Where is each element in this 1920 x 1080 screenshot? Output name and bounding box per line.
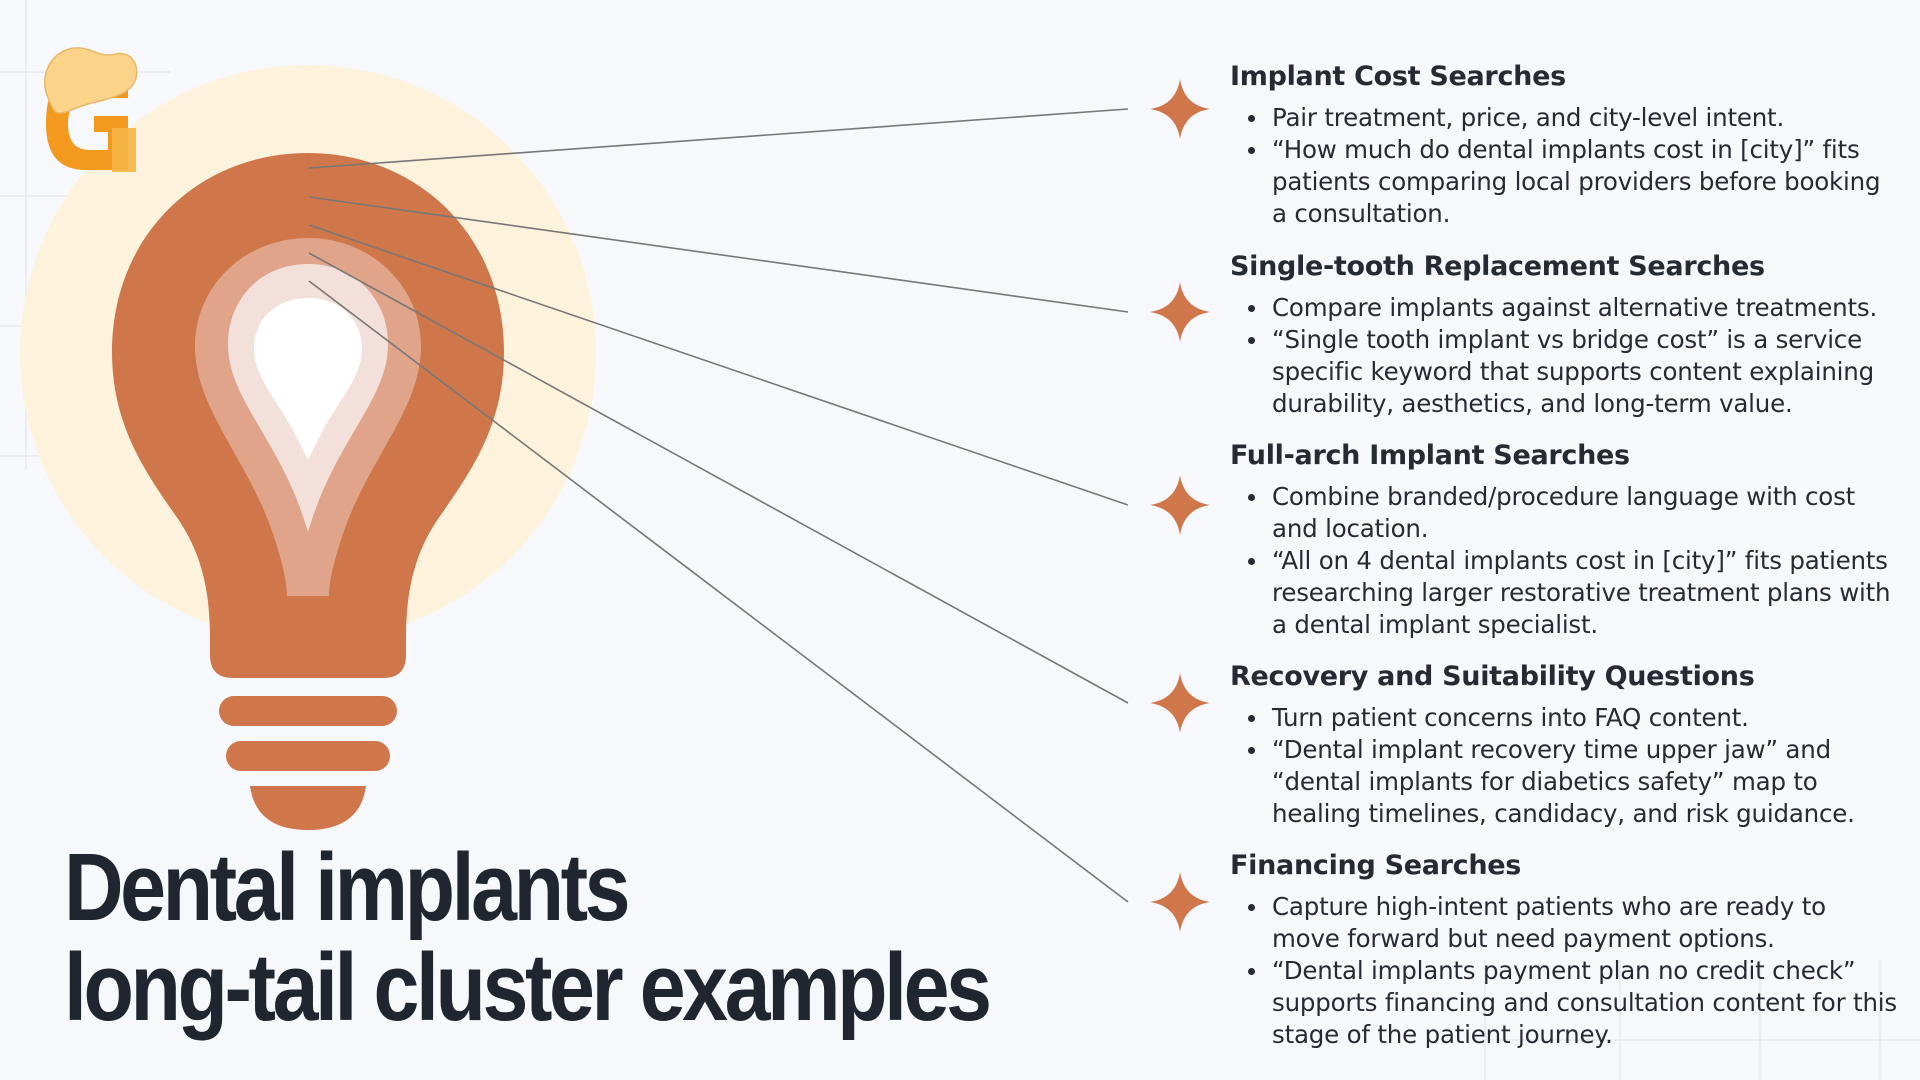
cluster-title: Full-arch Implant Searches bbox=[1230, 440, 1630, 471]
page-title: Dental implants long-tail cluster exampl… bbox=[64, 834, 992, 1041]
four-point-star-icon bbox=[1150, 475, 1210, 535]
cluster-title: Financing Searches bbox=[1230, 850, 1522, 881]
connector-line bbox=[308, 196, 1129, 313]
page-title-line-2: long-tail cluster examples bbox=[64, 934, 992, 1041]
cluster-bullets: Compare implants against alternative tre… bbox=[1230, 292, 1900, 420]
cluster-title: Single-tooth Replacement Searches bbox=[1230, 251, 1765, 282]
cluster-bullet: “Single tooth implant vs bridge cost” is… bbox=[1248, 324, 1900, 420]
cluster-bullet: “Dental implant recovery time upper jaw”… bbox=[1248, 734, 1900, 830]
cluster-full-arch: Full-arch Implant Searches Combine brand… bbox=[1230, 439, 1900, 641]
connector-line bbox=[308, 252, 1129, 704]
bulb-base-tip bbox=[250, 786, 366, 830]
cluster-bullets: Capture high-intent patients who are rea… bbox=[1230, 891, 1900, 1051]
bulb-base-ring-1 bbox=[219, 696, 397, 726]
connector-line bbox=[308, 108, 1129, 169]
cluster-recovery: Recovery and Suitability Questions Turn … bbox=[1230, 660, 1900, 830]
cluster-implant-cost: Implant Cost Searches Pair treatment, pr… bbox=[1230, 60, 1900, 230]
connector-lines bbox=[308, 108, 1129, 903]
cluster-bullet: Compare implants against alternative tre… bbox=[1248, 292, 1900, 324]
cluster-bullet: “All on 4 dental implants cost in [city]… bbox=[1248, 545, 1900, 641]
cluster-bullet: “Dental implants payment plan no credit … bbox=[1248, 955, 1900, 1051]
connector-line bbox=[308, 280, 1129, 903]
cluster-bullet: Capture high-intent patients who are rea… bbox=[1248, 891, 1900, 955]
cluster-bullets: Pair treatment, price, and city-level in… bbox=[1230, 102, 1900, 230]
cluster-title: Implant Cost Searches bbox=[1230, 61, 1566, 92]
lightbulb-icon bbox=[112, 153, 504, 830]
cluster-bullet: Pair treatment, price, and city-level in… bbox=[1248, 102, 1900, 134]
cluster-financing: Financing Searches Capture high-intent p… bbox=[1230, 849, 1900, 1051]
cluster-bullet: Turn patient concerns into FAQ content. bbox=[1248, 702, 1900, 734]
cluster-bullets: Combine branded/procedure language with … bbox=[1230, 481, 1900, 641]
connector-line bbox=[308, 224, 1129, 506]
four-point-star-icon bbox=[1150, 79, 1210, 139]
cluster-title: Recovery and Suitability Questions bbox=[1230, 661, 1755, 692]
four-point-star-icon bbox=[1150, 872, 1210, 932]
bulb-base-ring-2 bbox=[226, 741, 390, 771]
four-point-star-icon bbox=[1150, 673, 1210, 733]
cluster-bullet: “How much do dental implants cost in [ci… bbox=[1248, 134, 1900, 230]
page-title-line-1: Dental implants bbox=[64, 834, 631, 941]
cluster-bullets: Turn patient concerns into FAQ content. … bbox=[1230, 702, 1900, 830]
bulb-center bbox=[254, 298, 362, 460]
cluster-bullet: Combine branded/procedure language with … bbox=[1248, 481, 1900, 545]
four-point-star-icon bbox=[1150, 282, 1210, 342]
cluster-single-tooth: Single-tooth Replacement Searches Compar… bbox=[1230, 250, 1900, 420]
tooth-g-logo-icon bbox=[44, 47, 138, 172]
